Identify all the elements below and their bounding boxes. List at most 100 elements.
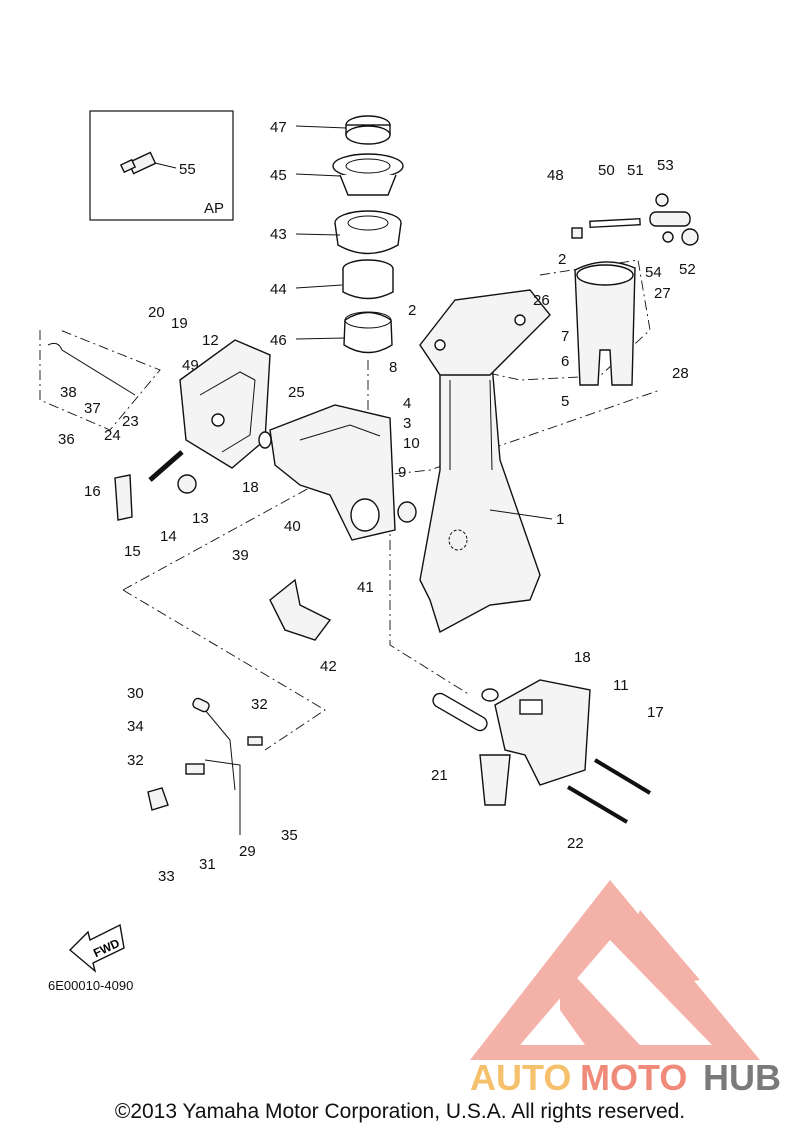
callout-label: 2 (408, 302, 416, 319)
part-17-bolt (593, 758, 652, 795)
callout-label: 46 (270, 332, 287, 349)
callout-label: 27 (654, 285, 671, 302)
callout-label: 18 (574, 649, 591, 666)
watermark-logo (470, 880, 760, 1060)
callout-label: 26 (533, 292, 550, 309)
callout-label: 8 (389, 359, 397, 376)
watermark-part-1: AUTO (470, 1057, 571, 1098)
callout-label: 49 (182, 357, 199, 374)
part-36-rod (47, 342, 136, 396)
callout-label: 39 (232, 547, 249, 564)
callout-label: 43 (270, 226, 287, 243)
callout-label: 47 (270, 119, 287, 136)
callout-label: 37 (84, 400, 101, 417)
part-50-shaft (589, 217, 641, 229)
part-31-holder (147, 787, 169, 811)
part-30-knob (192, 697, 210, 713)
callout-label: 4 (403, 395, 411, 412)
watermark-text: AUTO MOTO HUB (470, 1057, 781, 1098)
part-22-bolt (566, 785, 629, 824)
part-32-clip-upper (247, 736, 263, 746)
callouts: 1 2 2 3 4 5 6 7 8 9 10 11 12 13 14 15 16… (58, 119, 696, 885)
inset-box (89, 110, 234, 221)
part-25-swivel-bracket (269, 404, 396, 541)
part-mount-plate (419, 289, 551, 376)
callout-label: 10 (403, 435, 420, 452)
part-18-washer-lower (481, 688, 499, 702)
part-51-lever (649, 211, 691, 227)
callout-label: 44 (270, 281, 287, 298)
callout-label: 24 (104, 427, 121, 444)
callout-label: 42 (320, 658, 337, 675)
part-45-collar (332, 153, 404, 196)
copyright-notice: ©2013 Yamaha Motor Corporation, U.S.A. A… (114, 1100, 686, 1123)
callout-label: 45 (270, 167, 287, 184)
callout-label: 5 (561, 393, 569, 410)
callout-label: 51 (627, 162, 644, 179)
callout-label: 50 (598, 162, 615, 179)
callout-label: 40 (284, 518, 301, 535)
callout-label: 31 (199, 856, 216, 873)
callout-label: 23 (122, 413, 139, 430)
callout-label: 36 (58, 431, 75, 448)
callout-label: 11 (613, 677, 629, 694)
part-43-bushing (334, 210, 402, 255)
callout-label: 19 (171, 315, 188, 332)
callout-label: 35 (281, 827, 298, 844)
callout-label: 22 (567, 835, 584, 852)
part-44-bushing (342, 259, 394, 300)
callout-label: 3 (403, 415, 411, 432)
diagram-code: 6E00010-4090 (48, 978, 133, 993)
part-14-screw (148, 450, 184, 482)
callout-label: 33 (158, 868, 175, 885)
callout-label: 2 (558, 251, 566, 268)
callout-label: 52 (679, 261, 696, 278)
part-18-washer-upper (258, 431, 272, 449)
callout-label: 53 (657, 157, 674, 174)
callout-label: 55 (179, 161, 196, 178)
callout-label: 6 (561, 353, 569, 370)
callout-label: 48 (547, 167, 564, 184)
part-46-seal (343, 311, 393, 354)
part-11-clamp-bracket (479, 679, 591, 806)
callout-label: 9 (398, 464, 406, 481)
callout-label: 12 (202, 332, 219, 349)
inset-label: AP (204, 200, 224, 217)
callout-label: 21 (431, 767, 448, 784)
callout-label: 7 (561, 328, 569, 345)
callout-label: 16 (84, 483, 101, 500)
part-39-lever (269, 578, 332, 641)
callout-label: 41 (357, 579, 374, 596)
callout-label: 15 (124, 543, 141, 560)
callout-label: 25 (288, 384, 305, 401)
callout-label: 20 (148, 304, 165, 321)
part-1-upper-casing (419, 339, 541, 634)
part-53-nut (655, 193, 669, 207)
callout-label: 32 (251, 696, 268, 713)
callout-label: 1 (556, 511, 564, 528)
part-52-knob (681, 228, 699, 246)
callout-label: 29 (239, 843, 256, 860)
part-29-shift-rod (204, 709, 241, 835)
callout-label: 32 (127, 752, 144, 769)
callout-label: 17 (647, 704, 664, 721)
part-32-clip-lower (185, 763, 205, 775)
part-54-washer (662, 231, 674, 243)
part-48-pin (571, 227, 583, 239)
part-55-grease-nipple (119, 151, 157, 175)
callout-label: 38 (60, 384, 77, 401)
part-9-bush (397, 501, 417, 523)
callout-label: 13 (192, 510, 209, 527)
part-15-plate (114, 474, 133, 521)
fwd-arrow-icon: FWD (68, 923, 125, 973)
watermark-part-3: HUB (703, 1057, 781, 1098)
part-26-cover (574, 261, 636, 386)
callout-label: 54 (645, 264, 662, 281)
watermark-part-2: MOTO (580, 1057, 687, 1098)
part-21-pin (432, 692, 488, 732)
part-47-ring (345, 115, 391, 145)
callout-label: 28 (672, 365, 689, 382)
callout-label: 14 (160, 528, 177, 545)
callout-label: 30 (127, 685, 144, 702)
